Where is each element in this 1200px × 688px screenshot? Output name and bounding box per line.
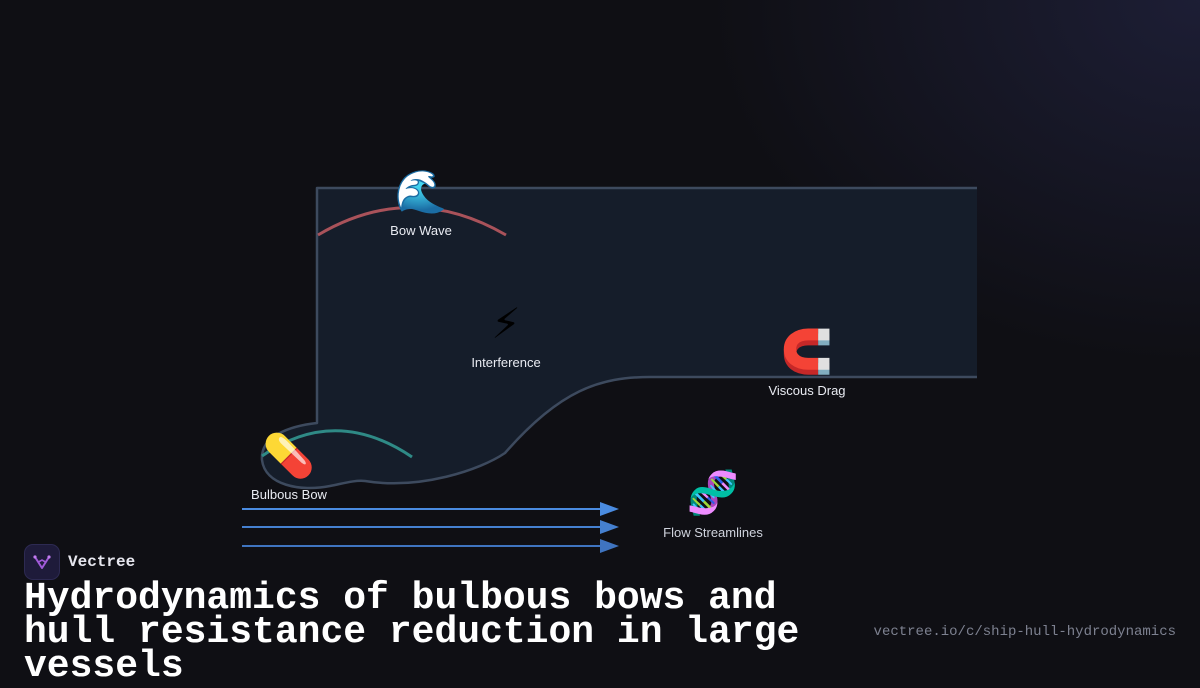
node-label-bulbous-bow: Bulbous Bow: [251, 487, 327, 502]
node-label-interference: Interference: [471, 355, 541, 370]
brand-name: Vectree: [68, 553, 136, 571]
streamline-1-arrow: [600, 502, 619, 516]
brand: Vectree: [24, 544, 135, 580]
page-title: Hydrodynamics of bulbous bows and hull r…: [24, 577, 800, 688]
capsule-icon: 💊: [262, 431, 316, 480]
streamline-2-arrow: [600, 520, 619, 534]
hull-shape: [260, 186, 977, 490]
source-url[interactable]: vectree.io/c/ship-hull-hydrodynamics: [873, 624, 1176, 640]
node-label-flow-streamlines: Flow Streamlines: [663, 525, 763, 540]
streamline-3-arrow: [600, 539, 619, 553]
node-label-bow-wave: Bow Wave: [390, 223, 452, 238]
bow-wave-arc: [317, 206, 507, 237]
bulb-wave-arc: [261, 429, 413, 459]
magnet-icon: 🧲: [780, 327, 834, 376]
lightning-icon: ⚡: [491, 299, 521, 348]
streamlines: [242, 502, 619, 553]
dna-icon: 🧬: [686, 468, 740, 517]
node-label-viscous-drag: Viscous Drag: [768, 383, 846, 398]
wave-icon: 🌊: [394, 167, 448, 216]
vectree-logo-icon: [24, 544, 60, 580]
